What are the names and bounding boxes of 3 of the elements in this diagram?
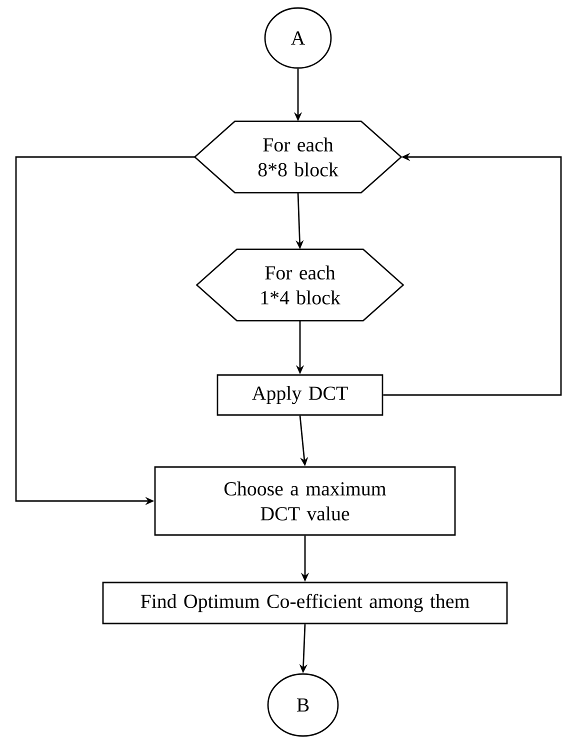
process-box: Apply DCT: [216, 374, 384, 416]
process-box: Choose a maximum DCT value: [154, 466, 456, 536]
process-box: Find Optimum Co-efficient among them: [102, 582, 508, 624]
